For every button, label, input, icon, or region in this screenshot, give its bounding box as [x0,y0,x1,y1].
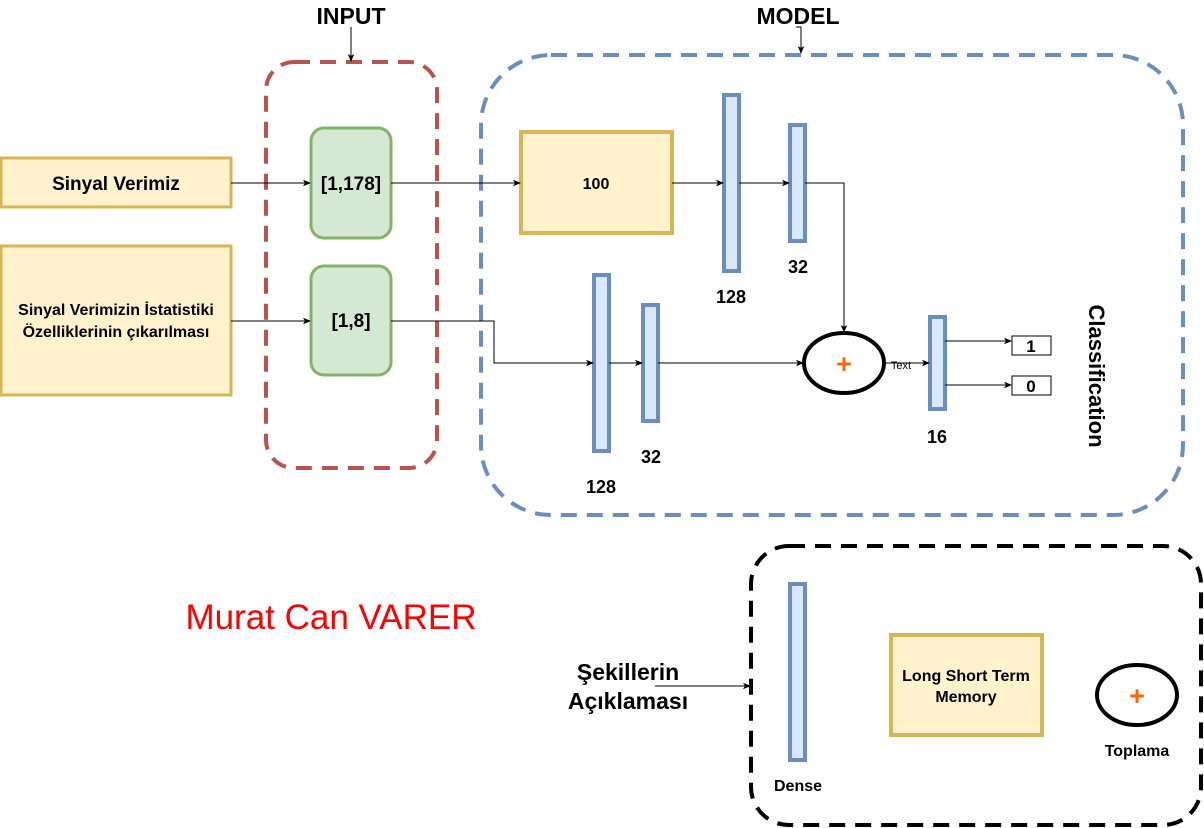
connectors [231,179,1012,690]
legend-lstm-shape [889,633,1044,737]
legend-lstm-label-line1: Long Short Term [902,668,1030,685]
output-0-label: 0 [1026,377,1035,396]
legend-dense-shape [788,582,807,762]
upper-dense-32 [788,123,807,243]
lower-dense-128-label: 128 [586,477,616,497]
lower-dense-128 [592,273,611,453]
output-1-label: 1 [1026,337,1035,356]
legend-dense-label: Dense [774,778,822,795]
model-group-border [479,53,1185,517]
lstm-units-label: 100 [583,176,610,193]
legend-lstm-label-line2: Memory [935,689,996,706]
edge-upper-to-add [805,182,848,333]
input-group-border [264,60,439,470]
signal-shape-label: [1,178] [321,174,381,195]
signal-input-box [0,156,233,209]
legend-add-label: Toplama [1105,743,1170,760]
classification-label: Classification [1084,304,1109,447]
final-dense-16 [928,315,947,411]
upper-dense-128-label: 128 [716,287,746,307]
model-header-arrow [796,26,805,54]
stats-shape-label: [1,8] [331,311,370,332]
upper-dense-128 [722,93,741,273]
add-node-symbol: + [836,349,852,379]
signal-input-label: Sinyal Verimiz [52,174,180,195]
output-0-box [1011,375,1052,396]
final-dense-16-label: 16 [927,427,947,447]
edge-stats-shape-to-lower [391,320,594,367]
legend-group-border [749,544,1203,827]
legend-add-shape [1095,663,1179,727]
upper-dense-32-label: 32 [788,257,808,277]
lower-dense-32 [641,303,660,423]
author-name: Murat Can VARER [185,598,476,637]
lstm-box [519,130,674,235]
lower-dense-32-label: 32 [641,447,661,467]
output-1-box [1011,335,1052,356]
edge-text-label: Text [891,360,911,372]
input-header: INPUT [317,3,386,29]
stats-input-label-line2: Özelliklerinin çıkarılması [23,322,210,341]
model-header: MODEL [756,3,839,29]
legend-title-line2: Açıklaması [568,688,688,714]
legend-add-symbol: + [1129,681,1145,711]
legend-title-line1: Şekillerin [577,659,679,685]
stats-input-label-line1: Sinyal Verimizin İstatistiki [18,301,214,319]
stats-input-box [0,244,233,397]
